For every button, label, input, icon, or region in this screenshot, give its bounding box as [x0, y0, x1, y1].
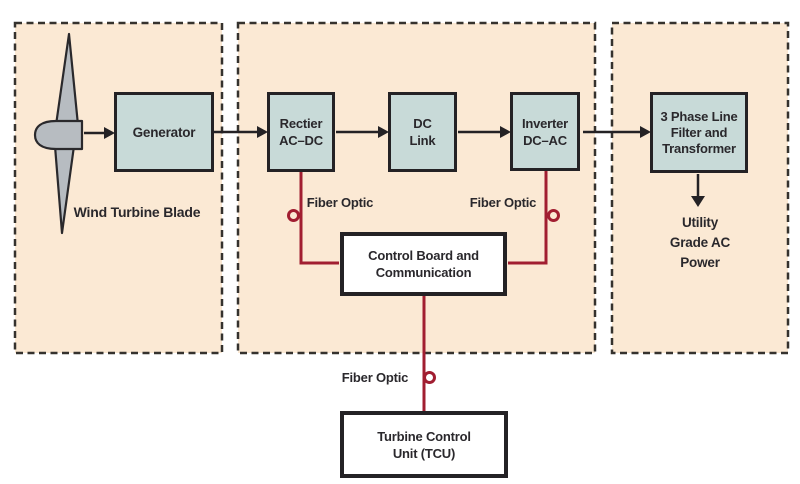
fiber-connector-bottom-icon: [423, 371, 436, 384]
utility-grade-ac-power-label: Utility Grade AC Power: [669, 215, 731, 270]
node-dc-link: DC Link: [388, 92, 457, 172]
node-3phase-filter-transformer: 3 Phase Line Filter and Transformer: [650, 92, 748, 173]
node-generator: Generator: [114, 92, 214, 172]
node-turbine-control-unit: Turbine Control Unit (TCU): [340, 411, 508, 478]
fiber-optic-label-bottom: Fiber Optic: [341, 370, 409, 385]
turbine-section-panel: [13, 21, 224, 355]
fiber-connector-left-icon: [287, 209, 300, 222]
fiber-connector-right-icon: [547, 209, 560, 222]
node-rectifier: Rectier AC–DC: [267, 92, 335, 172]
converter-section-panel: [236, 21, 597, 355]
fiber-optic-label-right: Fiber Optic: [469, 195, 537, 210]
node-inverter: Inverter DC–AC: [510, 92, 580, 171]
grid-section-panel: [610, 21, 790, 355]
node-control-board: Control Board and Communication: [340, 232, 507, 296]
wind-turbine-blade-label: Wind Turbine Blade: [73, 204, 201, 220]
fiber-optic-label-left: Fiber Optic: [306, 195, 374, 210]
